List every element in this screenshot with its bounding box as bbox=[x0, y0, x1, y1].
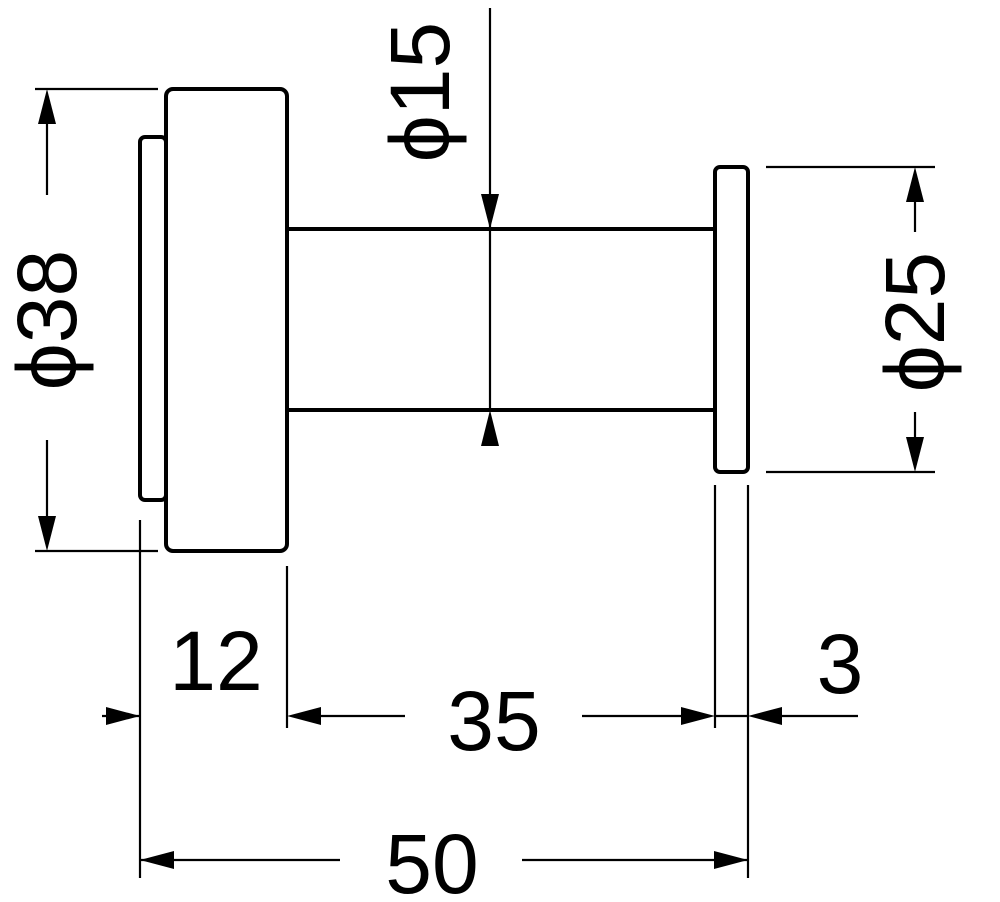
dimension-flange-diameter: ϕ38 bbox=[0, 89, 94, 551]
dimension-shaft-diameter: ϕ15 bbox=[373, 8, 499, 446]
label-flange-thickness: 12 bbox=[169, 614, 262, 708]
end-cap bbox=[713, 165, 750, 474]
label-cap-thickness: 3 bbox=[817, 617, 864, 711]
label-flange-diameter: ϕ38 bbox=[0, 250, 94, 390]
extension-lines bbox=[35, 87, 935, 878]
label-shaft-length: 35 bbox=[447, 674, 540, 768]
back-plate bbox=[138, 135, 168, 502]
label-end-cap-diameter: ϕ25 bbox=[868, 252, 962, 392]
dimension-row-lengths: 12 35 3 bbox=[102, 614, 863, 768]
dimension-end-cap-diameter: ϕ25 bbox=[868, 167, 962, 472]
dimension-overall-length: 50 bbox=[140, 817, 748, 902]
label-shaft-diameter: ϕ15 bbox=[373, 22, 467, 162]
flange-body bbox=[164, 87, 289, 553]
label-overall-length: 50 bbox=[385, 817, 478, 902]
part-outline bbox=[138, 87, 750, 553]
